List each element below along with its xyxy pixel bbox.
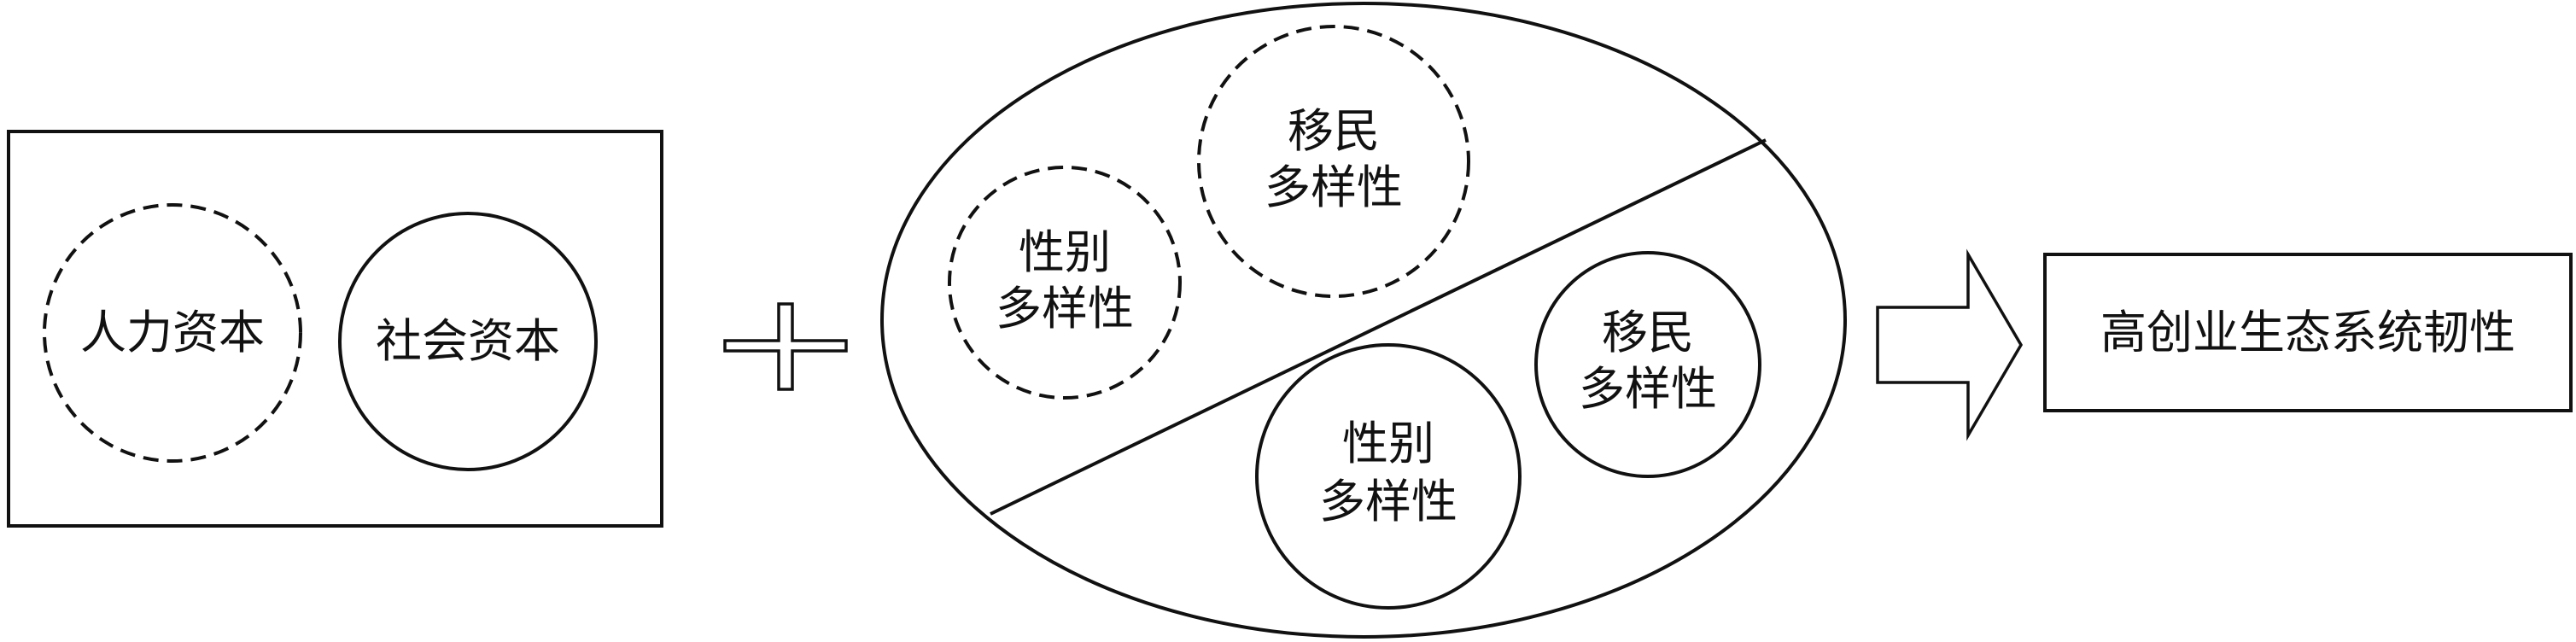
result-label: 高创业生态系统韧性 (2100, 306, 2515, 359)
diversity-ellipse: 移民 多样性 性别 多样性 移民 多样性 性别 多样性 (880, 2, 1847, 639)
top-immigrant-line1: 移民 (1288, 104, 1380, 158)
arrow-right-icon (1876, 248, 2024, 441)
bottom-immigrant-line1: 移民 (1602, 306, 1694, 359)
human-capital-circle (43, 203, 302, 463)
plus-icon (723, 302, 848, 391)
bottom-immigrant-line2: 多样性 (1579, 362, 1717, 416)
bottom-immigrant-circle (1534, 251, 1761, 478)
bottom-gender-line2: 多样性 (1319, 475, 1457, 528)
bottom-gender-circle (1255, 343, 1522, 610)
divider-line (990, 138, 1767, 516)
capital-box: 人力资本 社会资本 (7, 130, 663, 528)
top-gender-circle (948, 166, 1182, 400)
social-capital-label: 社会资本 (376, 314, 560, 368)
top-gender-line2: 多样性 (996, 282, 1134, 336)
social-capital-circle (338, 212, 598, 471)
capital-box-frame (7, 130, 663, 528)
ellipse-frame (880, 2, 1847, 639)
top-immigrant-line2: 多样性 (1265, 160, 1403, 214)
result-box: 高创业生态系统韧性 (2043, 253, 2573, 412)
bottom-gender-line1: 性别 (1342, 417, 1434, 470)
result-box-frame (2043, 253, 2573, 412)
human-capital-label: 人力资本 (80, 306, 265, 359)
top-immigrant-circle (1197, 25, 1470, 298)
top-gender-line1: 性别 (1019, 225, 1111, 279)
